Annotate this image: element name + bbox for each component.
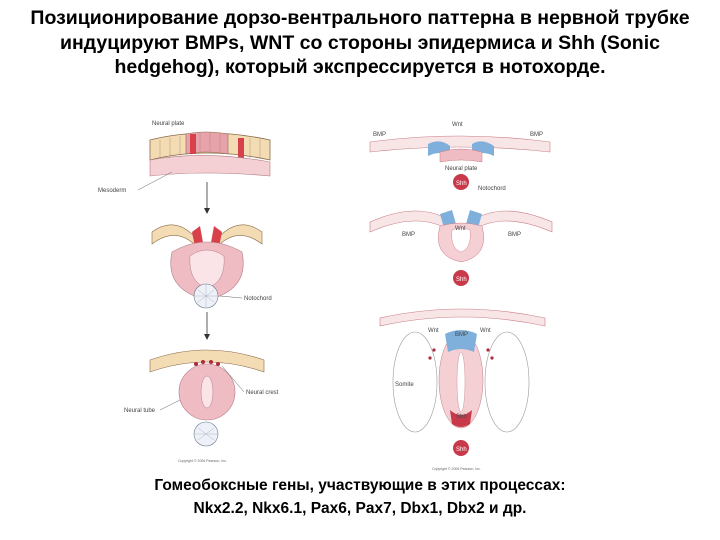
label-notochord-right: Notochord [478,186,506,192]
neural-fold-stage: Notochord [152,225,272,308]
left-copyright: Copyright © 2006 Pearson, Inc. [178,459,227,463]
crest-dot-4 [490,356,493,359]
left-developmental-diagram: Neural plate Mesoderm Notochord [98,121,279,463]
label-bmp-2b: BMP [508,232,521,238]
fold-epidermis-right [218,225,262,246]
right-copyright: Copyright © 2006 Pearson, Inc. [432,467,481,471]
footer-line-1: Гомеобоксные гены, участвующие в этих пр… [20,474,700,497]
neural-tube-stage: Neural crest Neural tube [124,350,279,446]
stage-arrow-1-head [204,208,210,214]
neural-plate-edge-left [190,134,196,154]
right-signaling-diagram: BMP BMP Wnt Neural plate Shh Notochord B… [370,122,552,471]
footer-text: Гомеобоксные гены, участвующие в этих пр… [20,474,700,520]
notochord-pointer [220,296,242,298]
neural-plate-stage: Neural plate Mesoderm [98,121,270,194]
crest-cell-2 [201,360,205,364]
label-neural-plate-right: Neural plate [445,166,478,172]
crest-cell-1 [194,362,198,366]
signaling-panel-3: Wnt Wnt BMP Somite Shh Shh [380,309,545,456]
somite-right [485,332,529,432]
label-shh-1: Shh [456,181,467,187]
label-mesoderm: Mesoderm [98,188,126,194]
stage-arrow-2-head [204,334,210,340]
label-wnt-3a: Wnt [428,328,439,334]
signaling-panel-2: BMP BMP Wnt Shh [370,210,552,286]
label-wnt-3b: Wnt [480,328,491,334]
label-bmp-2a: BMP [402,232,415,238]
footer-line-2: Nkx2.2, Nkx6.1, Pax6, Pax7, Dbx1, Dbx2 и… [20,497,700,520]
label-somite: Somite [395,382,414,388]
label-wnt-2: Wnt [455,226,466,232]
panel3-epidermis [380,309,545,326]
label-bmp-1a: BMP [373,132,386,138]
label-shh-2: Shh [456,277,467,283]
crest-cell-4 [216,362,220,366]
mesoderm-layer [150,155,270,176]
signaling-panel-1: BMP BMP Wnt Neural plate Shh Notochord [370,122,550,192]
neural-tube-pointer [160,400,180,410]
label-wnt-1: Wnt [452,122,463,128]
label-bmp-3: BMP [455,332,468,338]
panel1-neural-plate [440,149,482,162]
tube-lumen [201,376,213,408]
fold-epidermis-left [152,225,196,246]
crest-dot-2 [428,356,431,359]
crest-cell-3 [209,360,213,364]
label-neural-crest: Neural crest [246,390,279,396]
label-neural-plate: Neural plate [152,121,185,127]
crest-dot-3 [486,348,489,351]
label-shh-3a: Shh [456,414,467,420]
neural-plate-edge-right [238,138,244,158]
label-bmp-1b: BMP [530,132,543,138]
crest-dot-1 [432,348,435,351]
label-notochord: Notochord [244,296,272,302]
label-neural-tube: Neural tube [124,408,156,414]
panel3-lumen [457,352,465,412]
label-shh-3b: Shh [456,447,467,453]
